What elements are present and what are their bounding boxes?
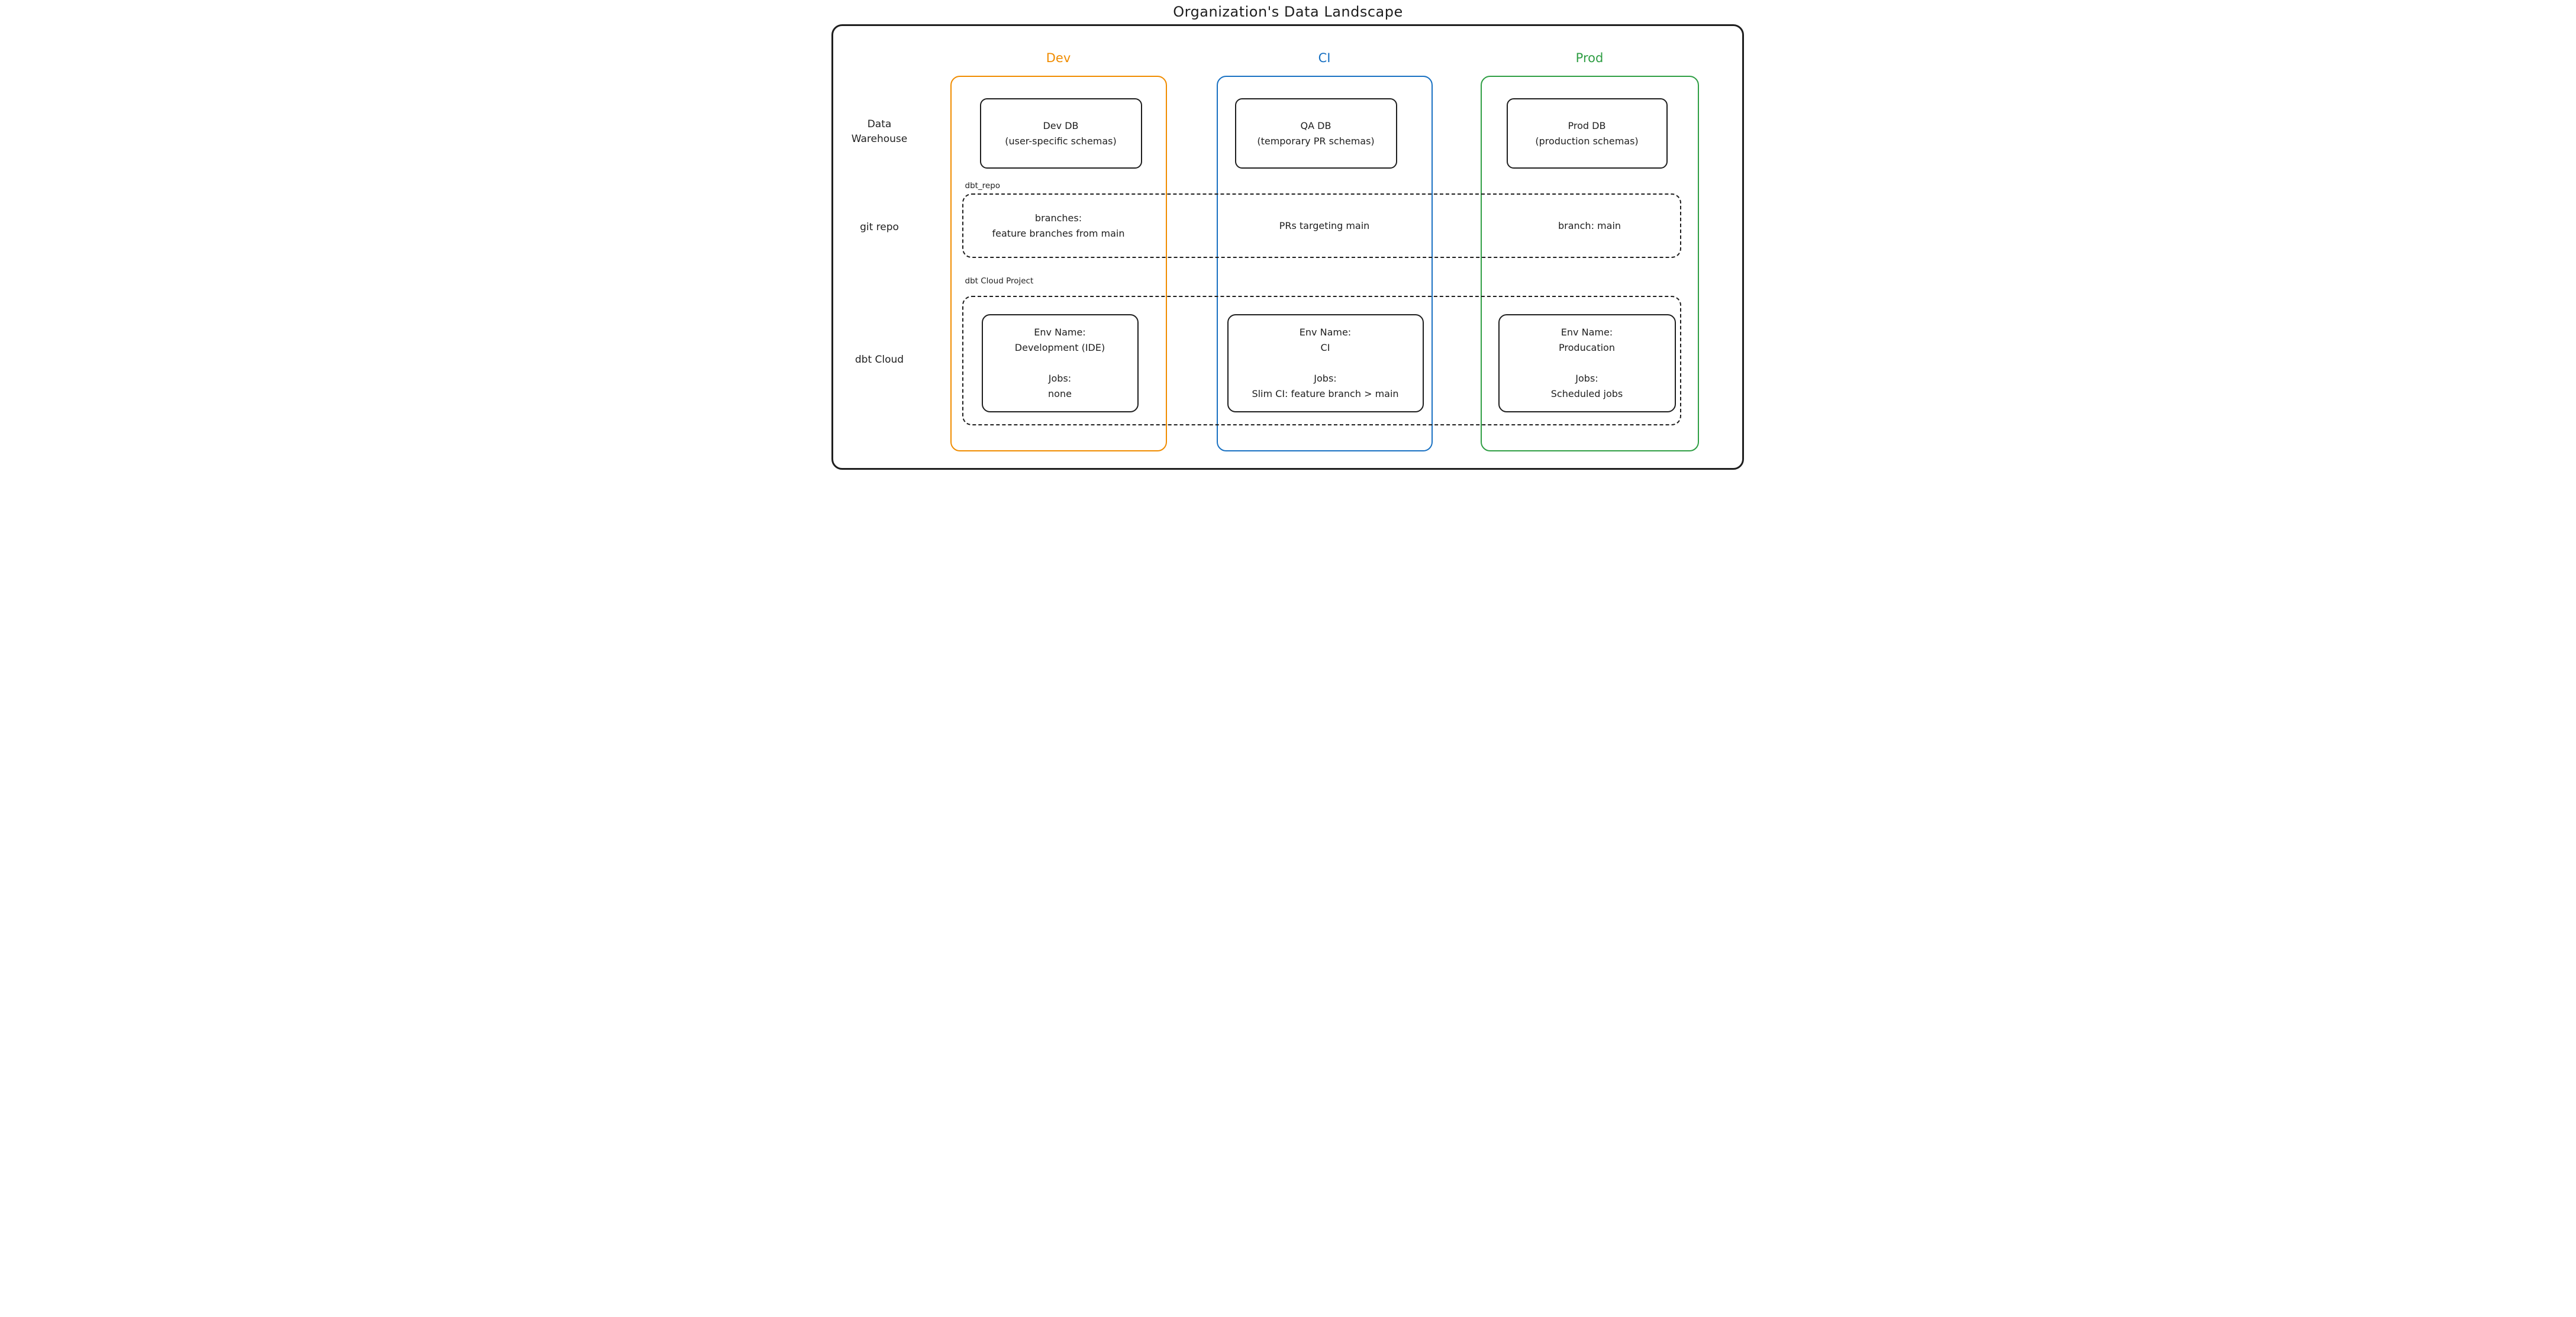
row-label-git-repo: git repo [837,220,923,235]
dbt-env-box-prod: Env Name: Producation Jobs: Scheduled jo… [1498,314,1676,412]
landscape-outer-frame [831,24,1744,470]
line-gap [1229,356,1423,371]
column-frame-dev [950,76,1167,451]
row-label-data-warehouse-line2: Warehouse [851,133,908,145]
git-repo-cell-dev-line1: branches: [1034,212,1082,224]
dbt-env-prod-name-value: Producation [1559,342,1615,353]
git-repo-cell-prod-line1: branch: main [1558,220,1621,231]
git-repo-cell-ci-line1: PRs targeting main [1279,220,1370,231]
column-frame-prod [1480,76,1699,451]
git-repo-cell-dev: branches: feature branches from main [950,193,1167,258]
qa-db-box: QA DB (temporary PR schemas) [1234,98,1397,169]
dbt-repo-group-label: dbt_repo [965,181,1001,191]
diagram-canvas: Organization's Data Landscape Dev CI Pro… [824,0,1752,474]
dbt-env-dev-jobs-label: Jobs: [1048,373,1072,384]
dev-db-box: Dev DB (user-specific schemas) [979,98,1142,169]
column-header-prod: Prod [1575,51,1604,65]
dbt-cloud-project-group-label: dbt Cloud Project [965,276,1034,286]
line-gap [1500,356,1675,371]
row-label-dbt-cloud: dbt Cloud [837,353,923,367]
dev-db-name: Dev DB [1043,120,1079,131]
row-label-data-warehouse-line1: Data [867,118,892,130]
dbt-cloud-project-dashed-frame [962,296,1681,425]
column-frame-ci [1216,76,1433,451]
column-header-ci: CI [1318,51,1331,65]
diagram-title: Organization's Data Landscape [1173,4,1403,20]
dbt-env-ci-jobs-label: Jobs: [1314,373,1337,384]
git-repo-cell-dev-line2: feature branches from main [992,227,1125,239]
dbt-env-ci-jobs-value: Slim CI: feature branch > main [1252,388,1399,399]
qa-db-detail: (temporary PR schemas) [1257,135,1375,147]
dbt-env-prod-name-label: Env Name: [1561,327,1613,338]
line-gap [983,356,1137,371]
dbt-env-box-ci: Env Name: CI Jobs: Slim CI: feature bran… [1227,314,1424,412]
qa-db-name: QA DB [1300,120,1331,131]
prod-db-box: Prod DB (production schemas) [1506,98,1668,169]
row-label-git-repo-line1: git repo [860,221,899,233]
dbt-env-dev-name-value: Development (IDE) [1014,342,1105,353]
row-label-data-warehouse: Data Warehouse [837,117,923,147]
prod-db-detail: (production schemas) [1535,135,1639,147]
git-repo-cell-prod: branch: main [1481,193,1699,258]
dbt-env-prod-jobs-value: Scheduled jobs [1550,388,1623,399]
dbt-env-prod-jobs-label: Jobs: [1575,373,1598,384]
git-repo-cell-ci: PRs targeting main [1217,193,1433,258]
dbt-env-ci-name-value: CI [1320,342,1330,353]
dev-db-detail: (user-specific schemas) [1005,135,1117,147]
dbt-env-box-dev: Env Name: Development (IDE) Jobs: none [981,314,1139,412]
dbt-env-ci-name-label: Env Name: [1299,327,1352,338]
prod-db-name: Prod DB [1568,120,1606,131]
dbt-repo-dashed-frame [962,193,1681,258]
column-header-dev: Dev [1046,51,1071,65]
row-label-dbt-cloud-line1: dbt Cloud [855,354,904,366]
dbt-env-dev-name-label: Env Name: [1034,327,1086,338]
dbt-env-dev-jobs-value: none [1048,388,1072,399]
